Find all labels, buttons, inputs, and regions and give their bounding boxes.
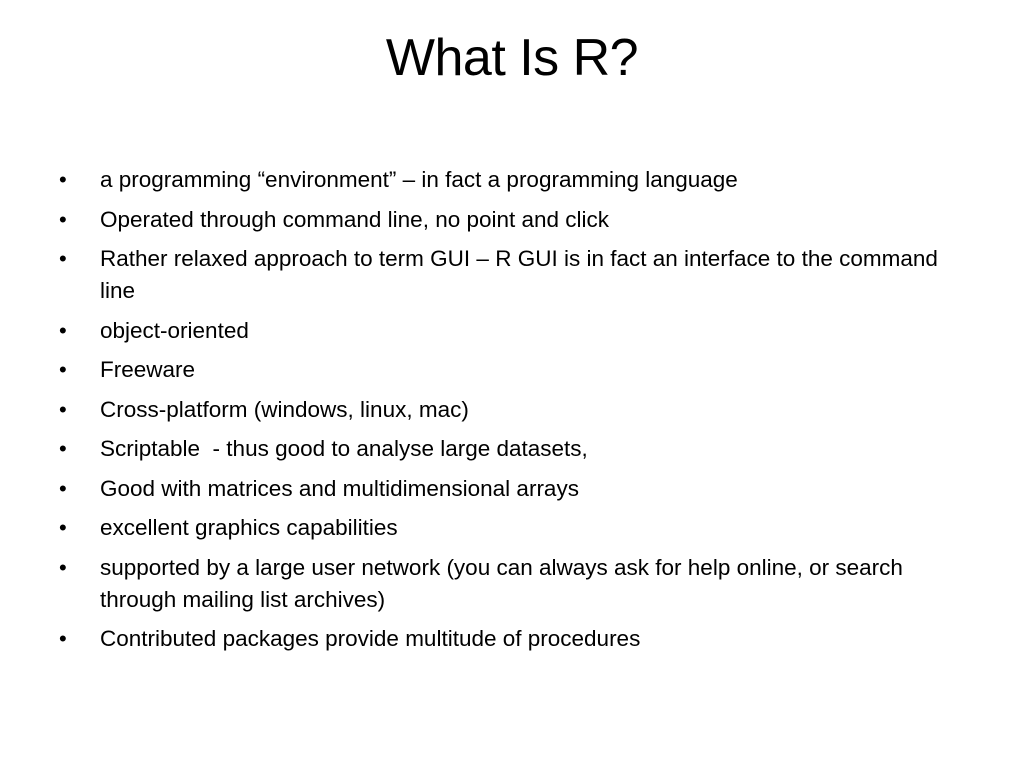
bullet-text: Cross-platform (windows, linux, mac) [100, 396, 469, 422]
bullet-item: • supported by a large user network (you … [56, 552, 976, 616]
bullet-item: • Cross-platform (windows, linux, mac) [56, 394, 976, 426]
bullet-text: Rather relaxed approach to term GUI – R … [100, 246, 938, 303]
bullet-text: Scriptable - thus good to analyse large … [100, 436, 588, 461]
bullet-item: • object-oriented [56, 315, 976, 347]
bullet-icon: • [59, 554, 67, 580]
bullet-icon: • [59, 626, 67, 651]
bullet-text: Operated through command line, no point … [100, 206, 610, 232]
bullet-text: a programming “environment” – in fact a … [100, 167, 738, 192]
bullet-icon: • [59, 167, 67, 192]
bullet-text: supported by a large user network (you c… [100, 554, 903, 612]
bullet-list: • a programming “environment” – in fact a… [56, 164, 976, 663]
bullet-item: • Rather relaxed approach to term GUI – R… [56, 243, 976, 307]
bullet-item: • Freeware [56, 354, 976, 386]
slide-title: What Is R? [385, 29, 639, 87]
bullet-item: • Operated through command line, no point… [56, 204, 976, 236]
bullet-item: • Good with matrices and multidimensional… [56, 473, 976, 505]
bullet-text: excellent graphics capabilities [100, 515, 398, 540]
bullet-item: • Contributed packages provide multitude … [56, 623, 976, 655]
bullet-icon: • [59, 475, 67, 501]
bullet-icon: • [59, 436, 67, 461]
bullet-icon: • [59, 206, 67, 232]
bullet-icon: • [59, 317, 67, 343]
bullet-text: Good with matrices and multidimensional … [100, 475, 579, 501]
bullet-text: Contributed packages provide multitude o… [100, 626, 641, 651]
bullet-icon: • [59, 357, 67, 382]
bullet-item: • Scriptable - thus good to analyse large… [56, 433, 976, 465]
bullet-icon: • [59, 246, 67, 271]
bullet-text: object-oriented [100, 317, 249, 343]
bullet-item: • excellent graphics capabilities [56, 512, 976, 544]
bullet-icon: • [59, 396, 67, 422]
bullet-icon: • [59, 515, 67, 540]
bullet-item: • a programming “environment” – in fact a… [56, 164, 976, 196]
bullet-text: Freeware [100, 357, 196, 382]
